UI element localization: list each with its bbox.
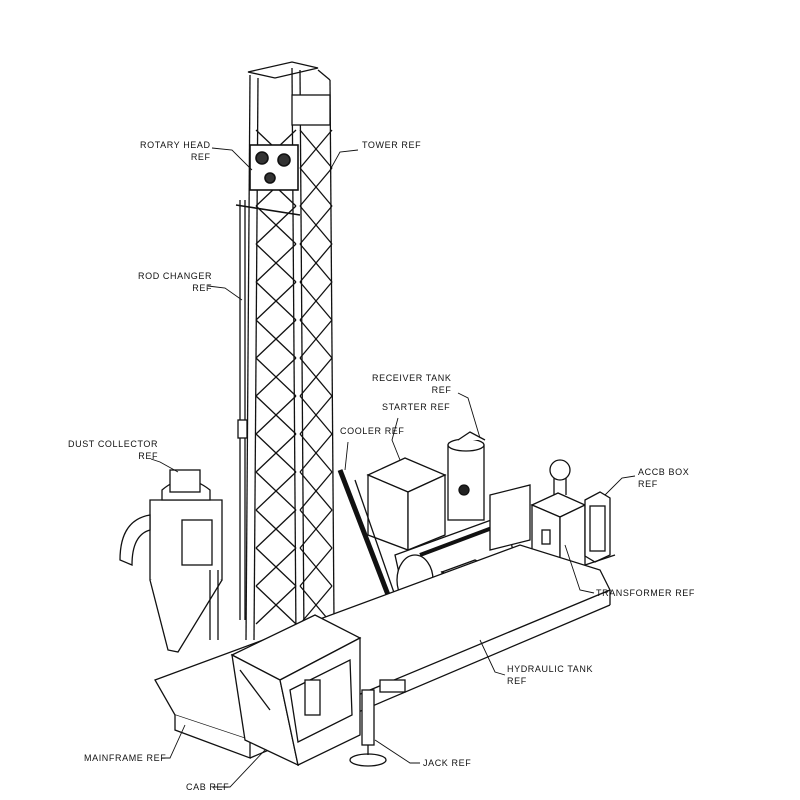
label-line: REF (638, 479, 658, 489)
label-line: REF (192, 283, 213, 293)
label-receiver-tank: RECEIVER TANK REF (372, 372, 451, 396)
brace (299, 281, 333, 321)
brace (299, 585, 333, 625)
brace (299, 433, 333, 473)
leader-lines (150, 147, 636, 788)
label-mainframe: MAINFRAME REF (84, 753, 167, 763)
brace (299, 357, 333, 397)
label-line: ROTARY HEAD (140, 140, 211, 150)
label-line: ROD CHANGER (138, 271, 213, 281)
label-accb-box: ACCB BOX REF (638, 466, 689, 490)
brace (299, 509, 333, 549)
brace (299, 319, 333, 359)
label-cab: CAB REF (186, 782, 230, 792)
label-dust-collector: DUST COLLECTOR REF (68, 438, 158, 462)
jack (349, 689, 387, 767)
brace (299, 395, 333, 435)
label-line: HYDRAULIC TANK (507, 664, 594, 674)
dust-collector (119, 469, 223, 653)
cab (230, 614, 362, 767)
brace (255, 471, 297, 511)
label-tower: TOWER REF (362, 140, 422, 150)
starter-box (366, 457, 447, 551)
brace (255, 585, 297, 625)
label-line: REF (507, 676, 527, 686)
label-line: DUST COLLECTOR (68, 439, 159, 449)
label-cooler: COOLER REF (340, 426, 405, 436)
brace (255, 319, 297, 359)
label-line: RECEIVER TANK (372, 373, 452, 383)
tower (245, 61, 335, 641)
rod-changer (237, 200, 248, 620)
brace (299, 471, 333, 511)
brace (255, 433, 297, 473)
accb-box (584, 491, 616, 566)
brace (255, 395, 297, 435)
label-starter: STARTER REF (382, 402, 451, 412)
brace (255, 281, 297, 321)
label-hydraulic-tank: HYDRAULIC TANK REF (507, 663, 593, 687)
brace (299, 205, 333, 245)
brace (255, 509, 297, 549)
brace (255, 357, 297, 397)
label-line: REF (138, 451, 159, 461)
label-line: REF (190, 152, 211, 162)
label-rotary-head: ROTARY HEAD REF (140, 139, 211, 163)
brace (299, 547, 333, 587)
brace (299, 129, 333, 169)
receiver-tank (447, 431, 486, 521)
brace (255, 205, 297, 245)
label-jack: JACK REF (423, 758, 472, 768)
label-transformer: TRANSFORMER REF (596, 588, 695, 598)
label-rod-changer: ROD CHANGER REF (138, 270, 212, 294)
rotary-head (235, 144, 301, 216)
label-line: ACCB BOX (638, 467, 690, 477)
brace (299, 243, 333, 283)
brace (255, 547, 297, 587)
brace (255, 243, 297, 283)
brace (299, 167, 333, 207)
label-line: REF (431, 385, 452, 395)
